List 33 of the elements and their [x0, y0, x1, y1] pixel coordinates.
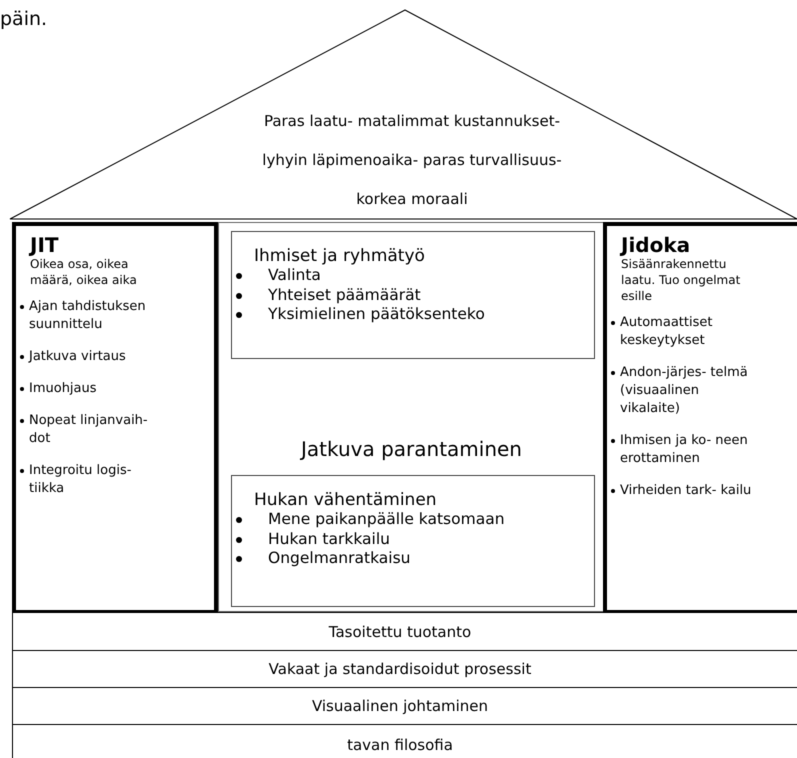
bullet-item: Yhteiset päämäärät: [268, 286, 421, 305]
foundation-bar: Visuaalinen johtaminen: [12, 687, 797, 724]
foundation-bar: Tasoitettu tuotanto: [12, 612, 797, 650]
roof-text: Paras laatu- matalimmat kustannukset- lyhyin läpimenoaika- paras turvallisuus- korkea moraali: [261, 111, 563, 210]
center-title: Jatkuva parantaminen: [299, 437, 523, 461]
content-box: [231, 231, 595, 359]
bullet-item: Imuohjaus: [29, 380, 98, 398]
bullet-item: Automaattiset keskeytykset: [620, 314, 714, 350]
bullet-item: Integroitu logis- tiikka: [29, 462, 132, 498]
center-frame: [218, 222, 605, 612]
bullet-item: Jatkuva virtaus: [29, 348, 127, 366]
bullet-item: Andon-järjes- telmä (visuaalinen vikalaite): [620, 364, 749, 418]
pillar-heading: Jidoka: [621, 234, 692, 256]
pillar-subtitle: Oikea osa, oikea määrä, oikea aika: [30, 256, 138, 288]
pillar-subtitle: Sisäänrakennettu laatu. Tuo ongelmat esille: [621, 256, 742, 304]
bullet-item: Virheiden tark- kailu: [620, 482, 752, 500]
bullet-item: Ajan tahdistuksen suunnittelu: [29, 298, 147, 334]
foundation-bar: Vakaat ja standardisoidut prosessit: [12, 650, 797, 687]
bullet-item: Hukan tarkkailu: [268, 530, 390, 549]
pillar-box: [603, 222, 797, 614]
pillar-box: [12, 222, 218, 614]
bullet-item: Yksimielinen päätöksenteko: [268, 305, 485, 324]
box-heading: Hukan vähentäminen: [254, 490, 438, 510]
bullet-item: Ongelmanratkaisu: [268, 549, 410, 568]
text-fragment: päin.: [0, 8, 48, 30]
pillar-heading: JIT: [30, 234, 60, 256]
content-box: [231, 475, 595, 607]
bullet-item: Valinta: [268, 266, 321, 286]
foundation-bar: tavan filosofia: [12, 724, 797, 758]
box-heading: Ihmiset ja ryhmätyö: [254, 246, 426, 266]
bullet-item: Nopeat linjanvaih- dot: [29, 412, 149, 448]
bullet-item: Mene paikanpäälle katsomaan: [268, 510, 505, 530]
bullet-item: Ihmisen ja ko- neen erottaminen: [620, 432, 749, 468]
